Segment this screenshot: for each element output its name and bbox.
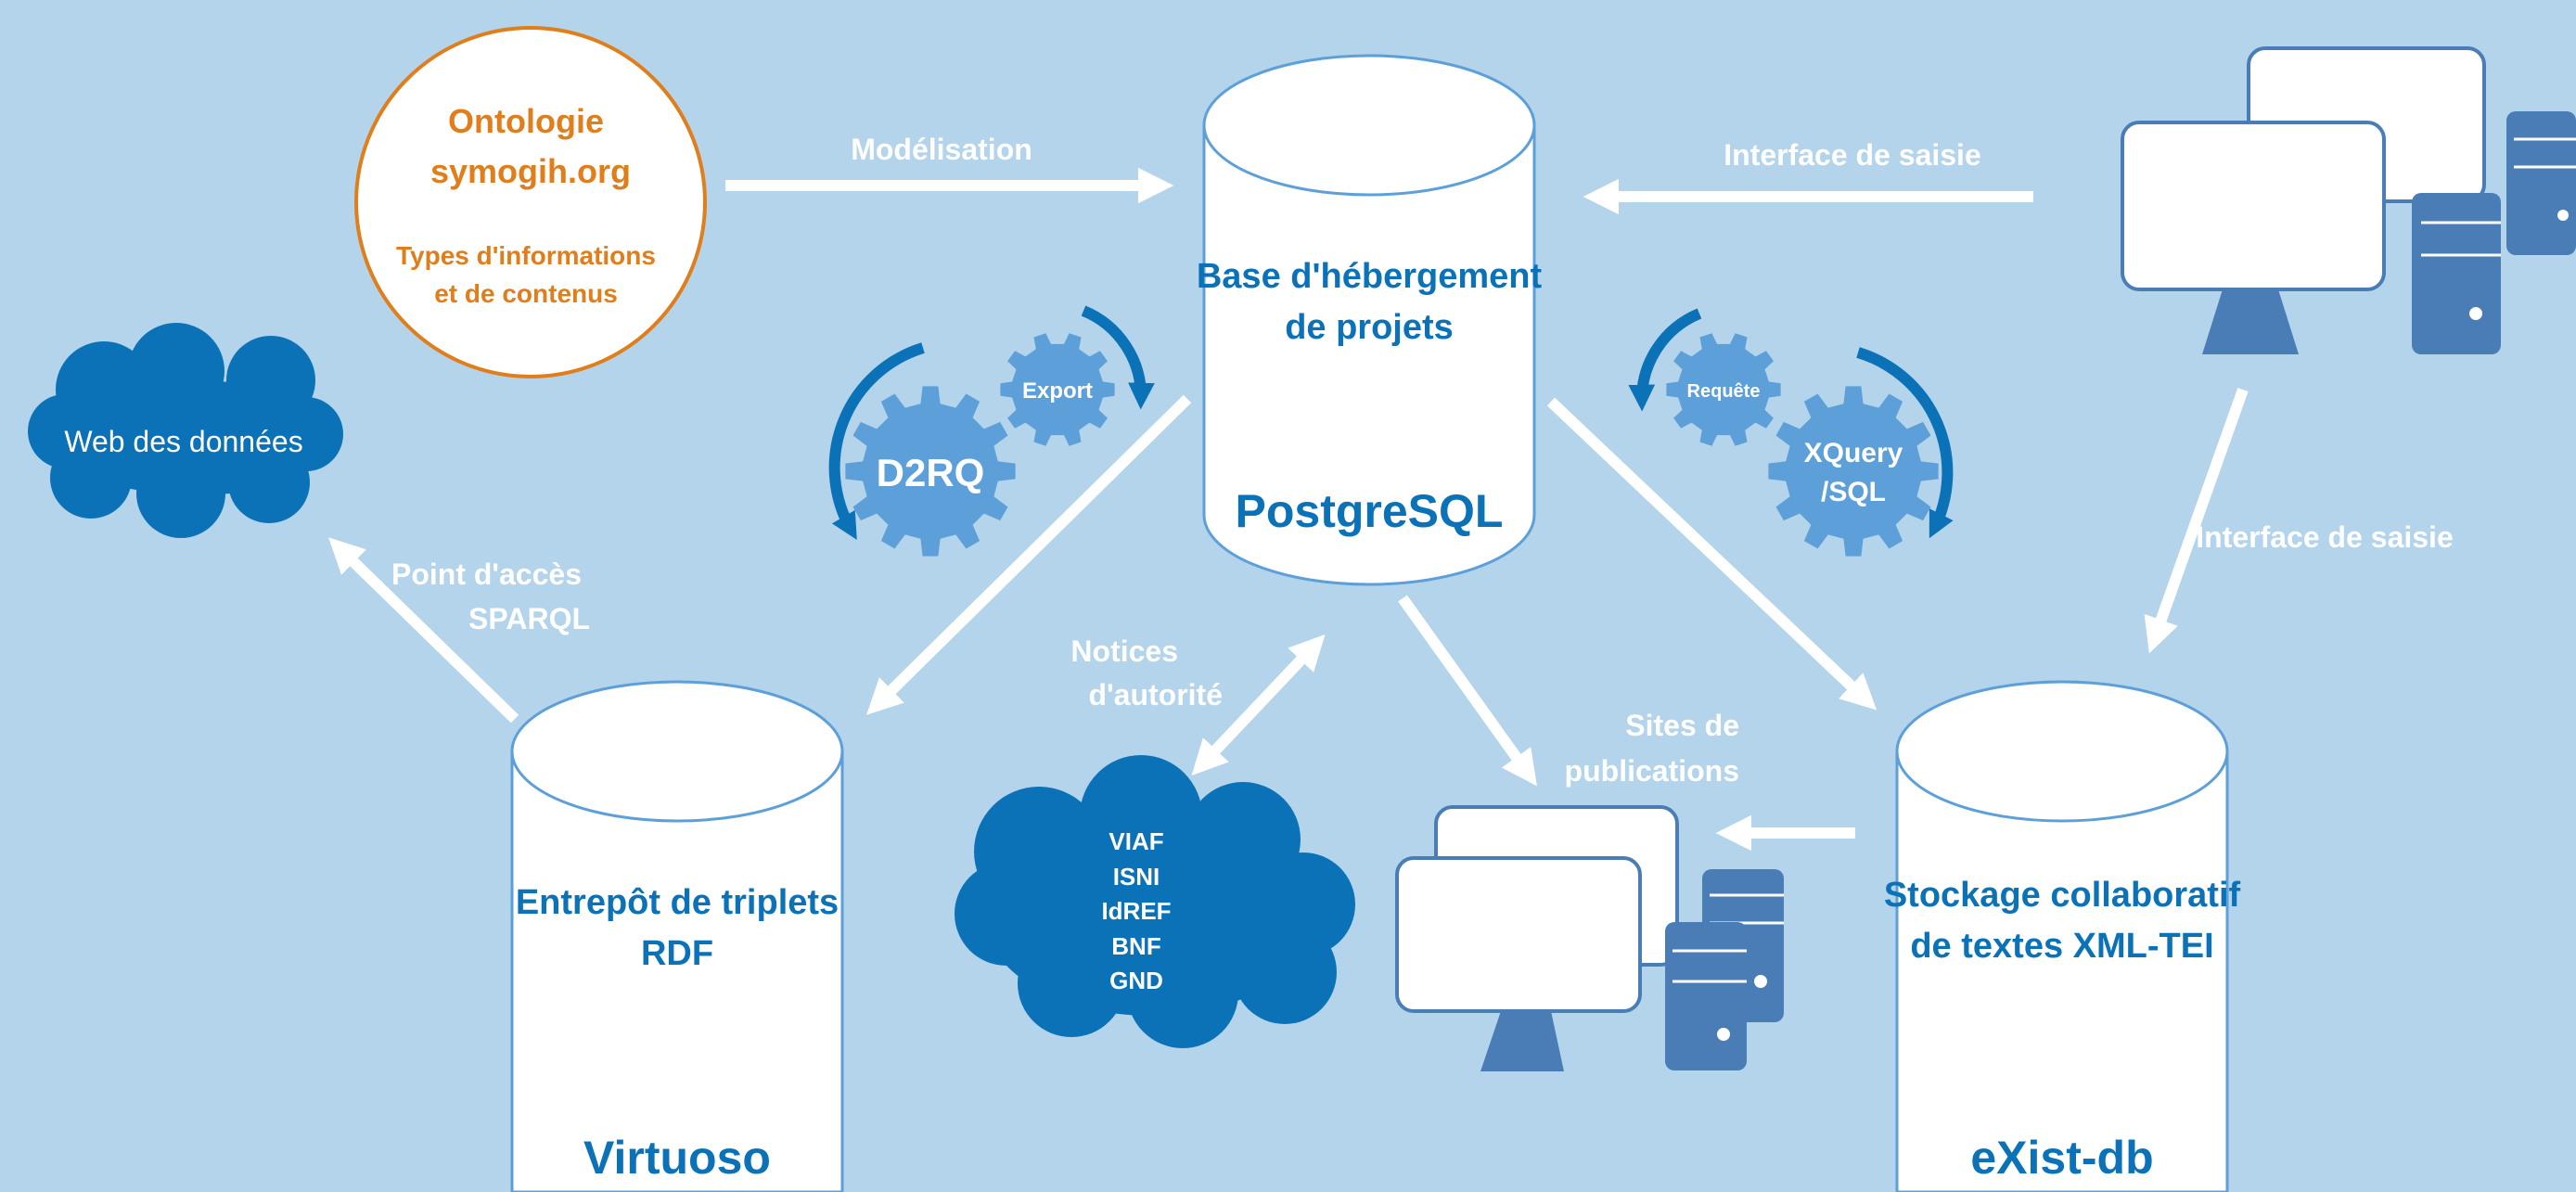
- gear-icon: [1666, 333, 1781, 446]
- postgres-label-2: de projets: [1285, 308, 1454, 347]
- postgres-label-1: Base d'hébergement: [1197, 257, 1543, 296]
- web-cloud: Web des données: [28, 323, 343, 538]
- virtuoso-label-1: Entrepôt de triplets: [516, 883, 839, 922]
- gear-icon: [1768, 386, 1939, 557]
- label-sparql-2: SPARQL: [468, 602, 590, 635]
- arrow-postgres-exist: [1546, 397, 1878, 711]
- ontology-title-1: Ontologie: [448, 102, 604, 140]
- label-sites-2: publications: [1565, 754, 1739, 788]
- arrow-notices: [1191, 634, 1326, 776]
- exist-label-2: de textes XML-TEI: [1910, 927, 2213, 966]
- label-sites-1: Sites de: [1625, 709, 1739, 742]
- export-label: Export: [1022, 378, 1093, 404]
- virtuoso-label-2: RDF: [641, 934, 713, 973]
- arrows: [327, 167, 2249, 852]
- label-interface-top: Interface de saisie: [1724, 138, 1980, 172]
- gear-icon: [1000, 333, 1115, 446]
- authority-cloud: VIAF ISNI IdREF BNF GND: [955, 755, 1355, 1048]
- ontology-sub-1: Types d'informations: [396, 241, 656, 270]
- exist-name: eXist-db: [1970, 1132, 2153, 1184]
- postgres-database: Base d'hébergement de projets PostgreSQL: [1197, 54, 1543, 586]
- gear-icon: [845, 386, 1016, 557]
- computer-icon: [1395, 805, 1784, 1071]
- arrow-sites: [1398, 595, 1537, 787]
- exist-label-1: Stockage collaboratif: [1884, 876, 2241, 915]
- ontology-title-2: symogih.org: [430, 152, 631, 190]
- virtuoso-name: Virtuoso: [583, 1132, 771, 1184]
- label-notices-1: Notices: [1070, 634, 1178, 668]
- computer-icon: [2121, 46, 2576, 354]
- exist-database: Stockage collaboratif de textes XML-TEI …: [1884, 680, 2241, 1192]
- arrow-sparql: [327, 537, 519, 724]
- authority-item: GND: [1109, 967, 1163, 994]
- right-cycle-arrow-icon: [1856, 347, 1954, 539]
- authority-item: VIAF: [1109, 827, 1163, 855]
- authority-item: IdREF: [1101, 897, 1171, 925]
- authority-item: BNF: [1111, 932, 1160, 960]
- arrow-interface-right: [2144, 387, 2249, 654]
- authority-item: ISNI: [1113, 863, 1160, 891]
- label-interface-right: Interface de saisie: [2196, 520, 2453, 554]
- xquery-label-1: XQuery: [1804, 438, 1903, 468]
- label-modelisation: Modélisation: [851, 133, 1032, 166]
- right-small-cycle-arrow-icon: [1628, 308, 1702, 412]
- web-cloud-label: Web des données: [64, 425, 302, 458]
- arrow-postgres-virtuoso: [866, 394, 1192, 715]
- label-sparql-1: Point d'accès: [391, 558, 582, 591]
- left-cycle-arrow-icon: [828, 342, 925, 540]
- ontology-circle: Ontologie symogih.org Types d'informatio…: [354, 26, 707, 378]
- xquery-label-2: /SQL: [1821, 477, 1886, 507]
- label-notices-2: d'autorité: [1089, 678, 1224, 711]
- requete-label: Requête: [1687, 381, 1761, 402]
- ontology-sub-2: et de contenus: [434, 279, 618, 308]
- d2rq-label: D2RQ: [877, 451, 985, 494]
- postgres-name: PostgreSQL: [1236, 485, 1504, 537]
- left-small-cycle-arrow-icon: [1081, 305, 1155, 410]
- virtuoso-database: Entrepôt de triplets RDF Virtuoso: [510, 680, 844, 1192]
